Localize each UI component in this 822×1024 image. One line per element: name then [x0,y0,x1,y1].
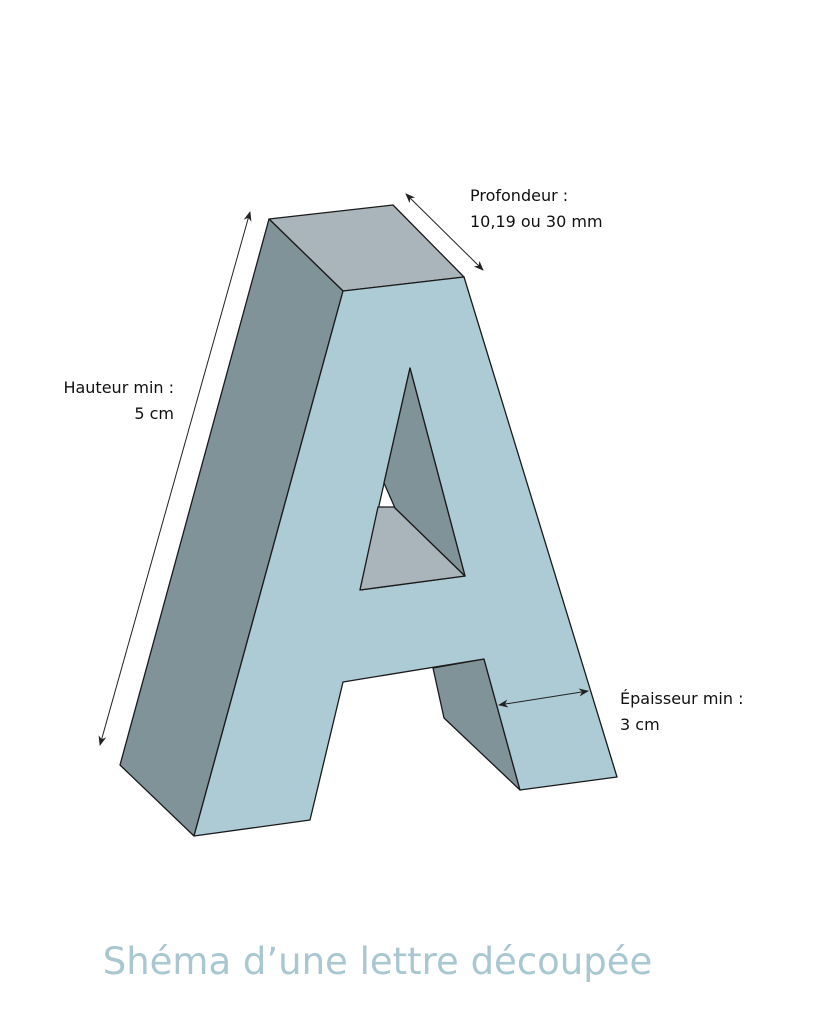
thickness-arrow [498,688,589,708]
height-label: Hauteur min : 5 cm [40,375,174,427]
depth-title: Profondeur : [470,186,569,205]
depth-value: 10,19 ou 30 mm [470,212,603,231]
thickness-title: Épaisseur min : [620,689,744,708]
thickness-label: Épaisseur min : 3 cm [620,686,743,738]
diagram-title: Shéma d’une lettre découpée [102,940,653,983]
depth-label: Profondeur : 10,19 ou 30 mm [470,183,603,235]
height-title: Hauteur min : [63,378,174,397]
height-arrow [98,211,252,746]
thickness-value: 3 cm [620,715,660,734]
letter-hole-side [383,367,466,577]
height-value: 5 cm [134,404,174,423]
depth-arrow [405,193,484,271]
